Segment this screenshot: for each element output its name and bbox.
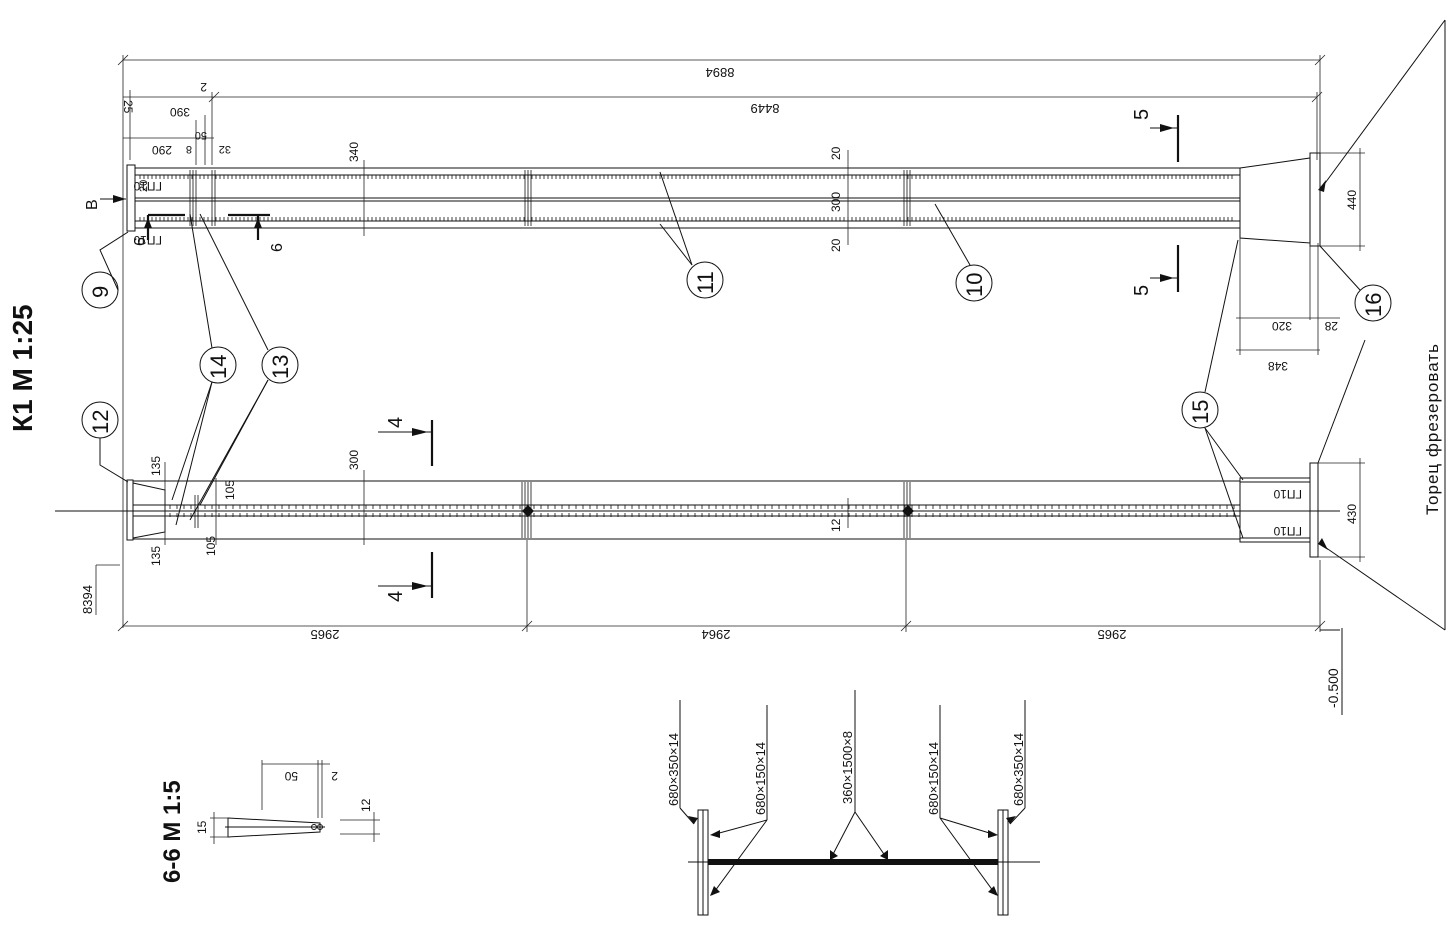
weld-label-3: ГП10	[1273, 487, 1302, 501]
elevation-label: -0.500	[1325, 668, 1341, 708]
dim-20b: 20	[829, 238, 843, 252]
dim-440: 440	[1345, 190, 1359, 210]
overall-dimensions: 8894 8449	[117, 54, 1326, 628]
callout-10: 10	[962, 273, 987, 297]
sec-dim-12: 12	[359, 798, 373, 812]
cross-section: 680×350×14 680×150×14 360×1500×8 680×150…	[666, 690, 1040, 916]
svg-text:5: 5	[1131, 285, 1153, 296]
dim-8: 8	[186, 143, 192, 155]
dim-25: 25	[121, 100, 135, 114]
profile-1: 680×350×14	[666, 733, 681, 806]
section-mark-4: 4 4	[378, 417, 434, 602]
main-title: К1 М 1:25	[7, 304, 38, 432]
section-mark-6: 6 6	[132, 213, 286, 252]
section-6-6-detail: 50 2 15 12	[195, 760, 380, 844]
callout-12: 12	[88, 410, 113, 434]
profile-3: 360×1500×8	[840, 731, 855, 804]
dim-390: 390	[170, 105, 190, 119]
callout-13: 13	[268, 355, 293, 379]
dim-2: 2	[200, 80, 207, 94]
dim-300: 300	[829, 192, 843, 212]
svg-text:4: 4	[385, 417, 407, 428]
dim-12-bottom: 12	[829, 518, 843, 532]
top-beam: ГП10 ГП10 340 20 300 20 20 440 320 348 2…	[126, 142, 1365, 373]
svg-text:В: В	[84, 199, 101, 210]
dim-320: 320	[1272, 319, 1292, 333]
dim-20a: 20	[829, 146, 843, 160]
sec-dim-50: 50	[284, 769, 298, 783]
span-2: 2964	[702, 627, 731, 642]
span-dimensions: 2965 2964 2965 8394	[80, 540, 1326, 642]
svg-text:5: 5	[1131, 109, 1153, 120]
dim-105a: 105	[223, 480, 237, 500]
weld-label-4: ГП10	[1273, 524, 1302, 538]
profile-2: 680×150×14	[753, 742, 768, 815]
weld-label-1: ГП10	[133, 179, 162, 193]
milling-text: Торец фрезеровать	[1423, 343, 1442, 515]
callout-14: 14	[206, 355, 231, 379]
dim-105b: 105	[204, 536, 218, 556]
dim-inner: 8449	[751, 101, 780, 116]
dim-20c: 20	[138, 180, 150, 192]
bottom-beam: ГП10 ГП10 300 12 135 135 105 105 430	[55, 450, 1365, 566]
profile-5: 680×350×14	[1011, 733, 1026, 806]
dim-348: 348	[1268, 359, 1288, 373]
dim-28: 28	[1324, 319, 1338, 333]
svg-text:6: 6	[269, 243, 286, 252]
callout-9: 9	[88, 286, 113, 298]
svg-text:4: 4	[385, 591, 407, 602]
span-1: 2965	[311, 627, 340, 642]
dim-8394: 8394	[80, 585, 95, 614]
dim-300-bottom: 300	[347, 450, 361, 470]
sec-dim-15: 15	[195, 820, 209, 834]
callout-15: 15	[1188, 400, 1213, 424]
top-left-dimensions: 25 390 2 50 290 8 32	[121, 80, 231, 165]
dim-50: 50	[195, 129, 207, 141]
dim-290: 290	[152, 143, 172, 157]
svg-text:6: 6	[132, 237, 149, 246]
dim-430: 430	[1345, 504, 1359, 524]
section-mark-B: В	[84, 195, 126, 210]
sec-dim-2: 2	[331, 769, 338, 783]
callout-16: 16	[1361, 293, 1386, 317]
callout-11: 11	[693, 271, 718, 294]
milling-note: Торец фрезеровать	[1318, 19, 1446, 631]
span-3: 2965	[1098, 627, 1127, 642]
section-title: 6-6 М 1:5	[159, 780, 186, 883]
dim-total: 8894	[706, 65, 735, 80]
profile-4: 680×150×14	[926, 742, 941, 815]
section-mark-5: 5 5	[1131, 109, 1180, 296]
dim-340: 340	[347, 142, 361, 162]
dim-135a: 135	[149, 456, 163, 476]
dim-32: 32	[219, 143, 231, 155]
dim-135b: 135	[149, 546, 163, 566]
elevation-mark: -0.500	[1320, 628, 1343, 715]
callouts: 9 10 11 12 13 14 15 16	[81, 171, 1392, 539]
